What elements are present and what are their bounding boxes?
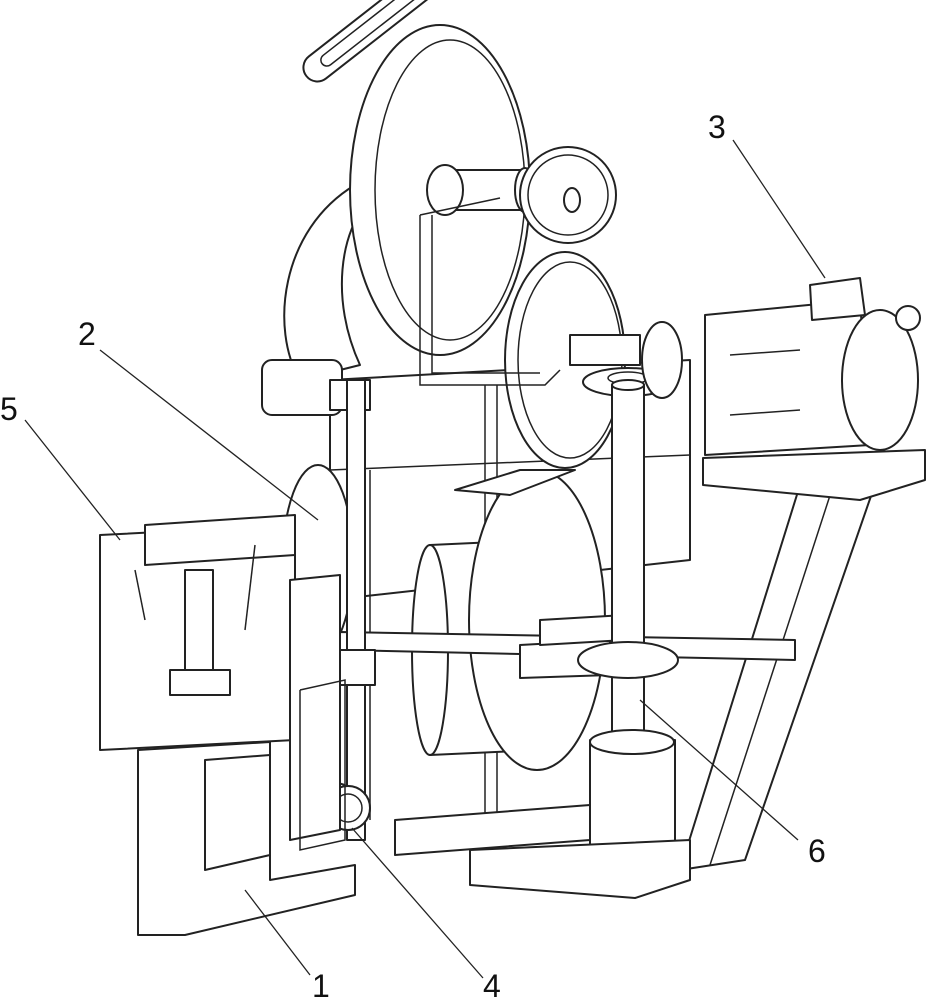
leader-4 [351,827,484,979]
leader-6 [639,699,799,841]
callout-6: 6 [808,833,826,869]
drum-disc-right [454,469,606,771]
upper-shaft [426,164,536,216]
leader-3 [732,139,826,279]
top-handle [302,0,445,83]
base-plate [394,804,691,899]
leader-1 [244,889,311,976]
callout-2: 2 [78,316,96,352]
left-clamp-holder [99,514,296,751]
motor-mount-plate [702,449,926,501]
middle-spur-gear [504,251,641,469]
servo-motor [704,277,921,456]
upper-spur-gear [519,146,617,244]
horizontal-rack [339,614,796,679]
callout-labels: 1 2 3 4 5 6 [0,109,826,1000]
vertical-rack [329,379,376,841]
inclined-support-strut [679,469,881,871]
cylinder-unit [589,729,676,856]
callout-4: 4 [483,968,501,1000]
callout-5: 5 [0,391,18,427]
callout-1: 1 [312,968,330,1000]
callout-3: 3 [708,109,726,145]
leader-5 [24,419,121,541]
leader-lines [24,139,826,979]
leader-2 [99,349,319,521]
vertical-shaft [577,379,679,746]
base-frame [137,574,356,936]
